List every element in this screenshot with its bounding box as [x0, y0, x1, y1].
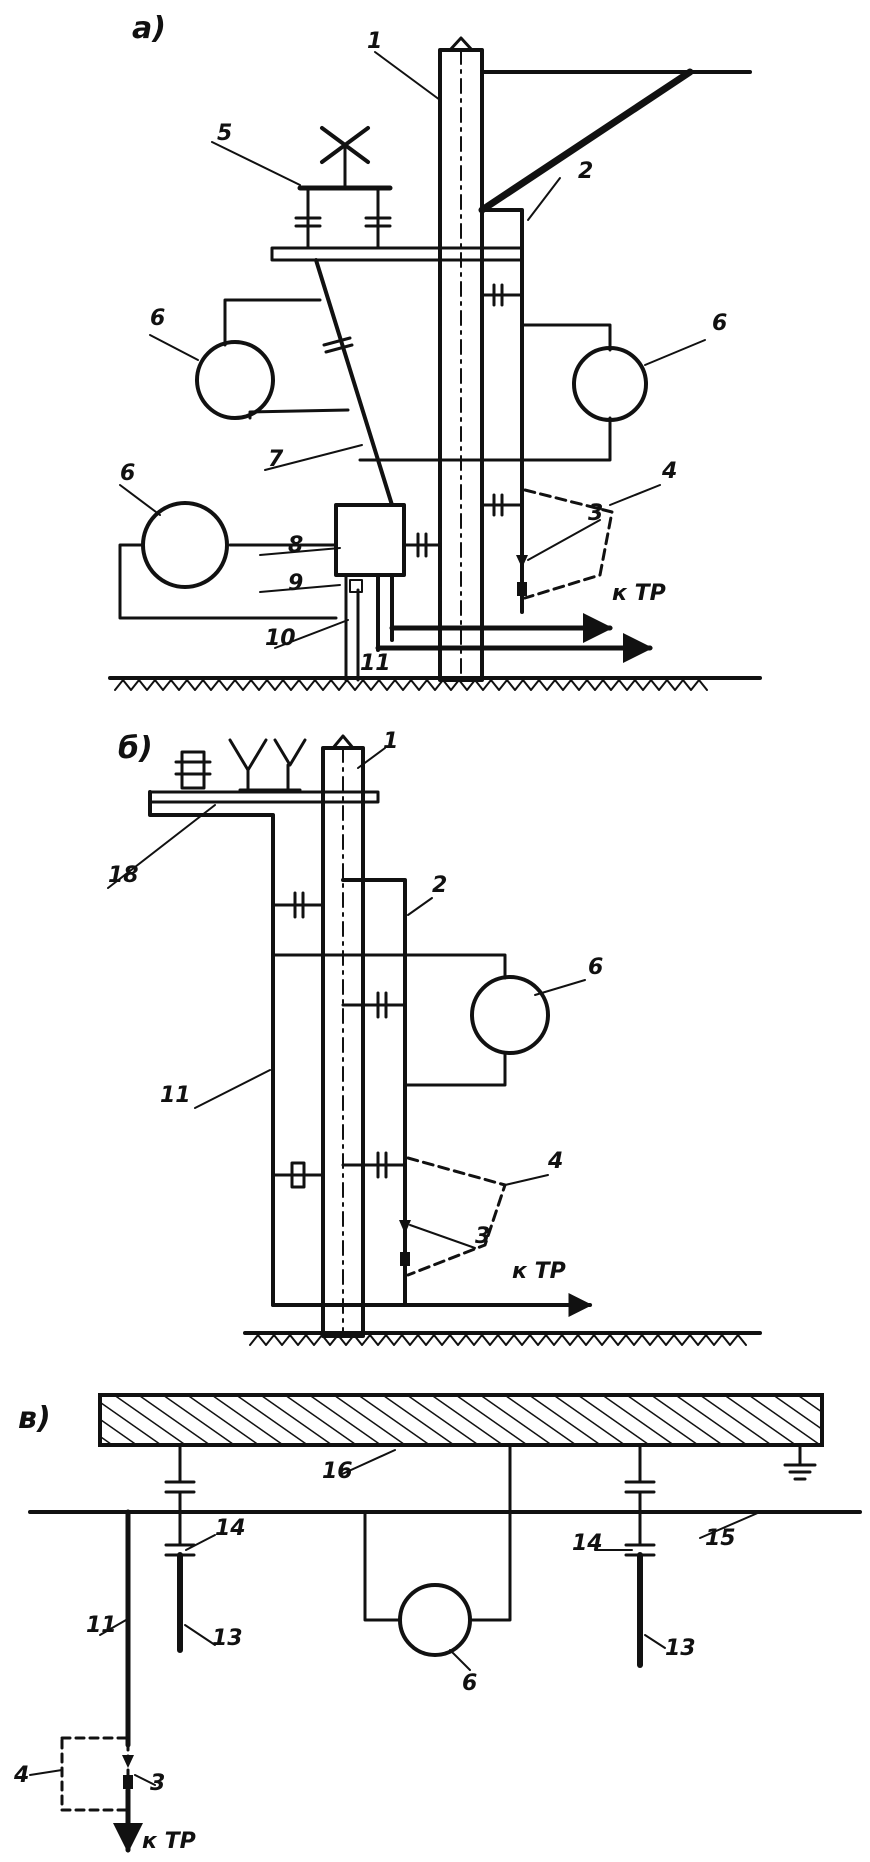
- label-18-b: 18: [108, 863, 139, 888]
- insulators-b: [174, 738, 307, 794]
- label-16-v: 16: [322, 1459, 353, 1484]
- down-conductor-2-b: [341, 878, 407, 1272]
- label-1-b: 1: [383, 729, 398, 754]
- label-6-v: 6: [462, 1671, 477, 1696]
- label-3-v: 3: [150, 1771, 165, 1796]
- section-b-label: б): [118, 731, 153, 766]
- label-8-a: 8: [288, 533, 303, 558]
- label-11-b: 11: [160, 1083, 191, 1108]
- label-1-a: 1: [367, 29, 382, 54]
- conductor-11-v: [60, 1509, 143, 1853]
- label-11-a: 11: [360, 651, 391, 676]
- label-2-b: 2: [432, 873, 447, 898]
- label-2-a: 2: [578, 159, 593, 184]
- label-14-right-v: 14: [572, 1531, 603, 1556]
- label-11-v: 11: [86, 1613, 117, 1638]
- box-8-a: [334, 503, 442, 577]
- label-15-v: 15: [705, 1526, 736, 1551]
- dashed-bypass-4-b: [406, 1156, 507, 1277]
- label-10-a: 10: [265, 626, 296, 651]
- ktp-label-b: к ТР: [512, 1259, 566, 1284]
- section-v: в): [13, 1393, 862, 1854]
- pole-b: [321, 734, 365, 1338]
- label-4-b: 4: [547, 1149, 563, 1174]
- electrode-6-v: [363, 1443, 512, 1657]
- label-4-a: 4: [661, 459, 677, 484]
- electrode-6-right-a: [520, 323, 648, 462]
- label-6-b: 6: [588, 955, 603, 980]
- label-6-right-a: 6: [712, 311, 727, 336]
- ground-line-a: [108, 676, 762, 691]
- leaders-b: [107, 747, 586, 1249]
- label-4-v: 4: [13, 1763, 29, 1788]
- ktp-label-a: к ТР: [612, 581, 666, 606]
- section-a-label: а): [132, 11, 166, 46]
- hatched-slab: [98, 1393, 824, 1447]
- label-3-b: 3: [475, 1224, 490, 1249]
- section-a: а): [108, 11, 762, 691]
- electrode-6-upper-left-a: [195, 298, 350, 420]
- ground-line-b: [243, 1331, 762, 1346]
- spark-gap-a: [320, 126, 370, 190]
- electrode-6-lower-left-a: [118, 501, 338, 620]
- ground-symbol-v: [783, 1443, 817, 1481]
- label-5-a: 5: [217, 121, 232, 146]
- label-14-left-v: 14: [215, 1516, 246, 1541]
- spark-gap-3-a: [480, 493, 528, 614]
- label-3-a: 3: [588, 501, 603, 526]
- left-drop-v: [164, 1443, 196, 1653]
- section-b: б): [107, 729, 762, 1346]
- dashed-bypass-4-a: [523, 488, 614, 600]
- leaders-a: [119, 51, 706, 649]
- right-drop-v: [624, 1443, 656, 1668]
- leaders-v: [29, 1449, 761, 1786]
- ktp-label-v: к ТР: [142, 1829, 196, 1854]
- pole-a: [438, 36, 752, 682]
- electrode-6-b: [271, 953, 550, 1087]
- label-7-a: 7: [268, 447, 284, 472]
- label-6-lower-left-a: 6: [120, 461, 135, 486]
- conductor-11-b: [271, 891, 593, 1317]
- label-13-right-v: 13: [665, 1636, 696, 1661]
- label-6-upper-left-a: 6: [150, 306, 165, 331]
- crossarm-a: [270, 185, 524, 262]
- label-13-left-v: 13: [212, 1626, 243, 1651]
- section-v-label: в): [18, 1401, 51, 1436]
- label-9-a: 9: [288, 571, 303, 596]
- spark-gap-3-b: [399, 1220, 411, 1307]
- diagonal-wire-7-a: [314, 258, 394, 507]
- crossarm-b: [148, 790, 380, 1307]
- down-conductor-2-a: [480, 208, 524, 614]
- ktp-arrows-a: [375, 613, 653, 663]
